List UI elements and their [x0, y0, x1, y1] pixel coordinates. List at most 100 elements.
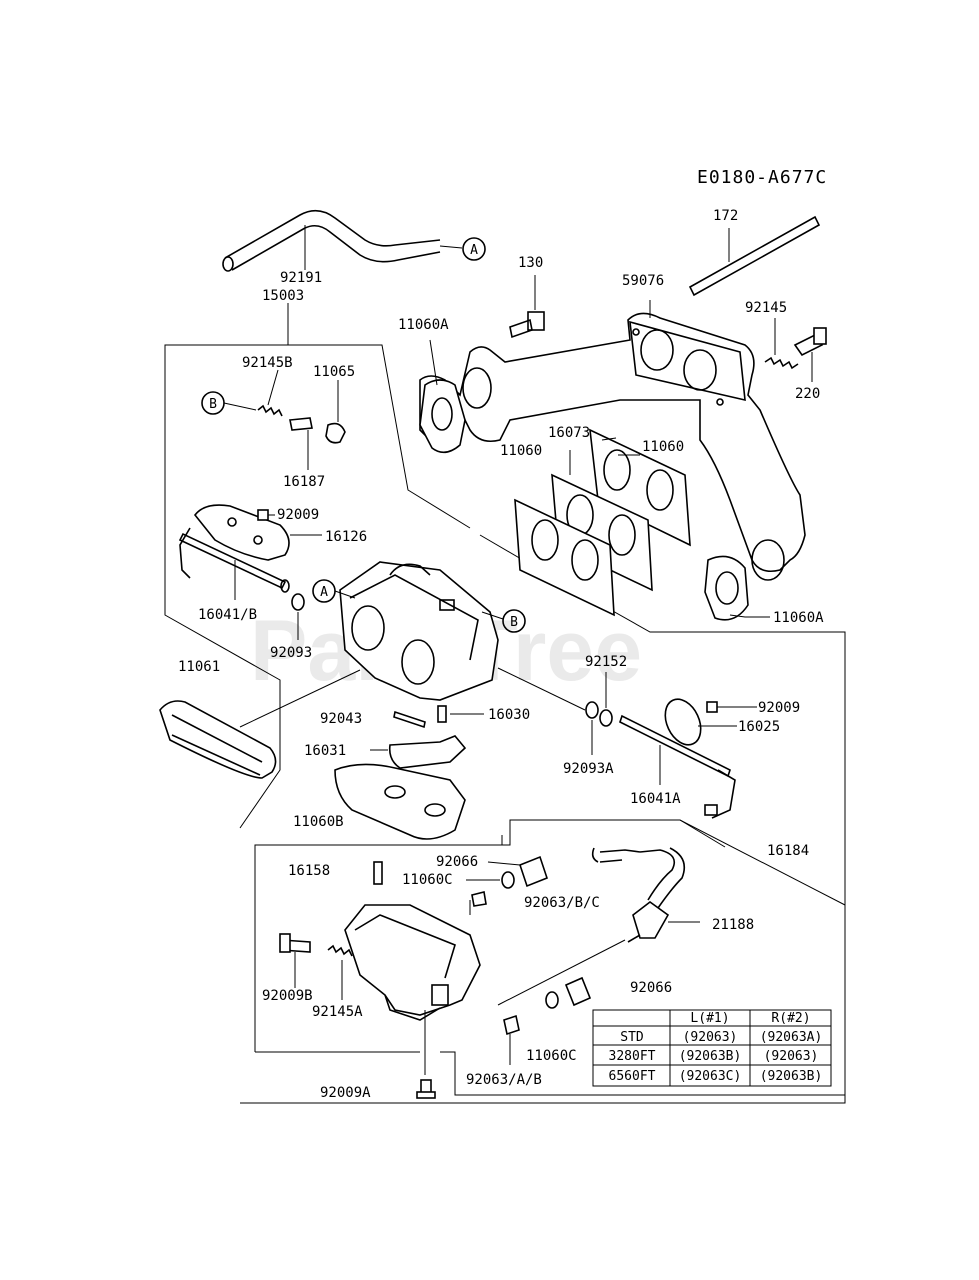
- part-labels: 92191 15003 130 59076 172 92145 220 1106…: [178, 208, 824, 1101]
- label-11060-left: 11060: [500, 443, 542, 459]
- label-92093A: 92093A: [563, 761, 614, 777]
- callout-A-top: A: [462, 237, 486, 261]
- gasket-11061: [159, 669, 361, 779]
- float-16031: [370, 735, 467, 769]
- label-15003: 15003: [262, 288, 304, 304]
- gasket-11060-left: [514, 498, 615, 617]
- label-11061: 11061: [178, 659, 220, 675]
- label-11060C-lower: 11060C: [526, 1048, 577, 1064]
- label-92145A: 92145A: [312, 1004, 363, 1020]
- svg-text:B: B: [209, 397, 217, 412]
- jet-table: L(#1) R(#2) STD (92063) (92063A) 3280FT …: [592, 1009, 832, 1087]
- table-cell: (92063B): [760, 1069, 823, 1084]
- shaft-16041B: [178, 527, 290, 600]
- label-11060A-top: 11060A: [398, 317, 449, 333]
- spring-92145B: [257, 369, 283, 417]
- label-11065: 11065: [313, 364, 355, 380]
- label-220: 220: [795, 386, 820, 402]
- gasket-11060-right: [589, 428, 691, 547]
- solenoid-21188: [497, 847, 700, 1006]
- ring-92093: [291, 593, 305, 640]
- label-16025: 16025: [738, 719, 780, 735]
- table-cell: (92063B): [679, 1049, 742, 1064]
- washer-92152: [497, 667, 613, 727]
- label-16187: 16187: [283, 474, 325, 490]
- oring-11060C-lower: [545, 991, 559, 1009]
- table-cell: STD: [620, 1030, 644, 1045]
- part-92063-lower: [503, 1014, 520, 1065]
- table-cell: 3280FT: [609, 1049, 656, 1064]
- label-11060-right: 11060: [642, 439, 684, 455]
- label-92093: 92093: [270, 645, 312, 661]
- screw-92009-top: [257, 509, 269, 521]
- label-16031: 16031: [304, 743, 346, 759]
- needle-16030: [437, 705, 484, 723]
- gasket-11060B: [334, 763, 466, 840]
- label-11060B: 11060B: [293, 814, 344, 830]
- shaft-16041A: [619, 714, 736, 819]
- bolt-92009A: [416, 1079, 436, 1099]
- oring-11060C-upper: [466, 871, 515, 889]
- hose-92191: [222, 209, 463, 272]
- plate-16025: [664, 698, 737, 746]
- table-cell: 6560FT: [609, 1069, 656, 1084]
- label-92145: 92145: [745, 300, 787, 316]
- spring-92145: [764, 318, 799, 370]
- carburetor-body: [334, 561, 504, 701]
- leader-lines: [501, 300, 651, 845]
- screw-16187: [289, 417, 313, 470]
- screw-92009B: [279, 933, 311, 988]
- gasket-11060A-bottom: [704, 555, 770, 621]
- label-130: 130: [518, 255, 543, 271]
- callout-A-carb: A: [312, 579, 336, 603]
- label-11060A-bottom: 11060A: [773, 610, 824, 626]
- washer-92093A: [585, 701, 599, 755]
- label-92145B: 92145B: [242, 355, 293, 371]
- callout-B-left: B: [201, 391, 257, 415]
- label-16158: 16158: [288, 863, 330, 879]
- label-16126: 16126: [325, 529, 367, 545]
- plug-92066-upper: [487, 855, 548, 888]
- screw-92009-right: [706, 701, 757, 713]
- label-16041A: 16041A: [630, 791, 681, 807]
- table-header-1: L(#1): [690, 1011, 729, 1026]
- label-11060C-upper: 11060C: [402, 872, 453, 888]
- label-16041B: 16041/B: [198, 607, 257, 623]
- table-cell: (92063A): [760, 1030, 823, 1045]
- label-16073: 16073: [548, 425, 590, 441]
- part-11065: [325, 380, 346, 444]
- label-92191: 92191: [280, 270, 322, 286]
- label-21188: 21188: [712, 917, 754, 933]
- table-cell: (92063): [683, 1030, 738, 1045]
- table-cell: (92063): [764, 1049, 819, 1064]
- label-92066-lower: 92066: [630, 980, 672, 996]
- float-chamber: [344, 904, 481, 1075]
- label-172: 172: [713, 208, 738, 224]
- callout-B-carb: B: [502, 609, 526, 633]
- svg-text:B: B: [510, 615, 518, 630]
- svg-text:A: A: [320, 585, 328, 600]
- table-cell: (92063C): [679, 1069, 742, 1084]
- label-92009-right: 92009: [758, 700, 800, 716]
- jet-16158: [373, 861, 383, 885]
- bolt-220: [793, 327, 827, 382]
- label-16030: 16030: [488, 707, 530, 723]
- label-92009-top: 92009: [277, 507, 319, 523]
- label-92063BC: 92063/B/C: [524, 895, 600, 911]
- plug-92066-lower: [564, 976, 592, 1007]
- pin-92043: [393, 710, 426, 729]
- label-92152: 92152: [585, 654, 627, 670]
- svg-text:A: A: [470, 243, 478, 258]
- label-92009B: 92009B: [262, 988, 313, 1004]
- diagram-code: E0180-A677C: [697, 167, 827, 188]
- label-16184: 16184: [767, 843, 809, 859]
- label-92063AB: 92063/A/B: [466, 1072, 542, 1088]
- label-92043: 92043: [320, 711, 362, 727]
- label-92066-upper: 92066: [436, 854, 478, 870]
- gasket-11060A-top: [419, 339, 466, 454]
- bolt-130: [509, 275, 545, 339]
- spring-92145A: [327, 944, 353, 1000]
- label-92009A: 92009A: [320, 1085, 371, 1101]
